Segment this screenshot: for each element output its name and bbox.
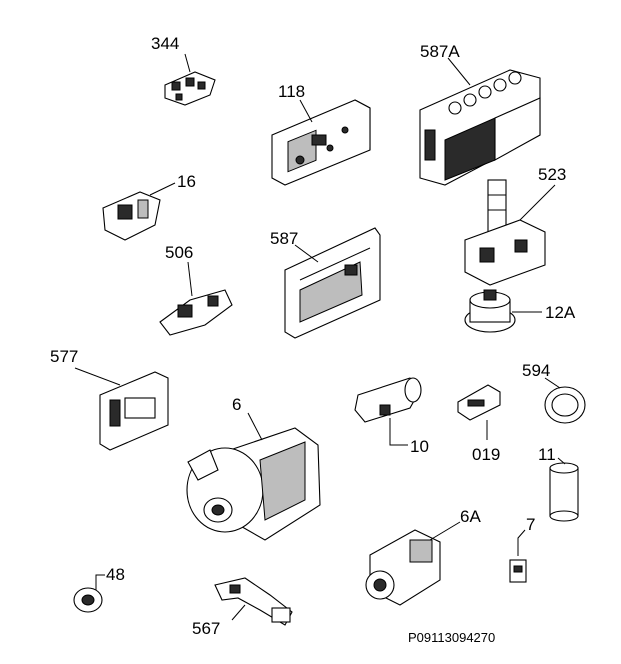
part-577-drawing[interactable] bbox=[74, 367, 169, 451]
part-6A-drawing[interactable] bbox=[365, 521, 461, 606]
part-523-drawing[interactable] bbox=[464, 179, 556, 286]
part-10-drawing[interactable] bbox=[354, 377, 422, 446]
part-label-344: 344 bbox=[151, 34, 179, 53]
part-567-drawing[interactable] bbox=[214, 577, 293, 626]
part-344-drawing[interactable] bbox=[164, 53, 216, 106]
part-label-587: 587 bbox=[270, 229, 298, 248]
part-label-12A: 12A bbox=[545, 303, 576, 322]
part-label-587A: 587A bbox=[420, 42, 460, 61]
part-label-506: 506 bbox=[165, 243, 193, 262]
part-label-523: 523 bbox=[538, 165, 566, 184]
part-label-6: 6 bbox=[232, 395, 241, 414]
part-label-16: 16 bbox=[177, 172, 196, 191]
part-label-567: 567 bbox=[192, 619, 220, 638]
part-587-drawing[interactable] bbox=[284, 227, 381, 339]
part-11-drawing[interactable] bbox=[549, 457, 579, 522]
part-label-577: 577 bbox=[50, 347, 78, 366]
part-594-drawing[interactable] bbox=[544, 377, 586, 424]
part-12A-drawing[interactable] bbox=[464, 289, 542, 333]
part-label-48: 48 bbox=[106, 565, 125, 584]
part-label-019: 019 bbox=[472, 445, 500, 464]
part-label-7: 7 bbox=[526, 515, 535, 534]
part-7-drawing[interactable] bbox=[509, 529, 527, 583]
part-6-drawing[interactable] bbox=[186, 412, 321, 541]
part-587A-drawing[interactable] bbox=[419, 57, 541, 186]
part-48-drawing[interactable] bbox=[73, 574, 105, 613]
part-label-10: 10 bbox=[410, 437, 429, 456]
part-label-118: 118 bbox=[278, 82, 305, 101]
part-506-drawing[interactable] bbox=[159, 261, 233, 336]
part-118-drawing[interactable] bbox=[271, 99, 371, 186]
part-019-drawing[interactable] bbox=[457, 384, 501, 440]
diagram-code: P09113094270 bbox=[408, 630, 495, 645]
part-16-drawing[interactable] bbox=[102, 182, 176, 241]
part-label-594: 594 bbox=[522, 361, 550, 380]
part-label-6A: 6A bbox=[460, 507, 481, 526]
part-label-11: 11 bbox=[538, 445, 556, 464]
